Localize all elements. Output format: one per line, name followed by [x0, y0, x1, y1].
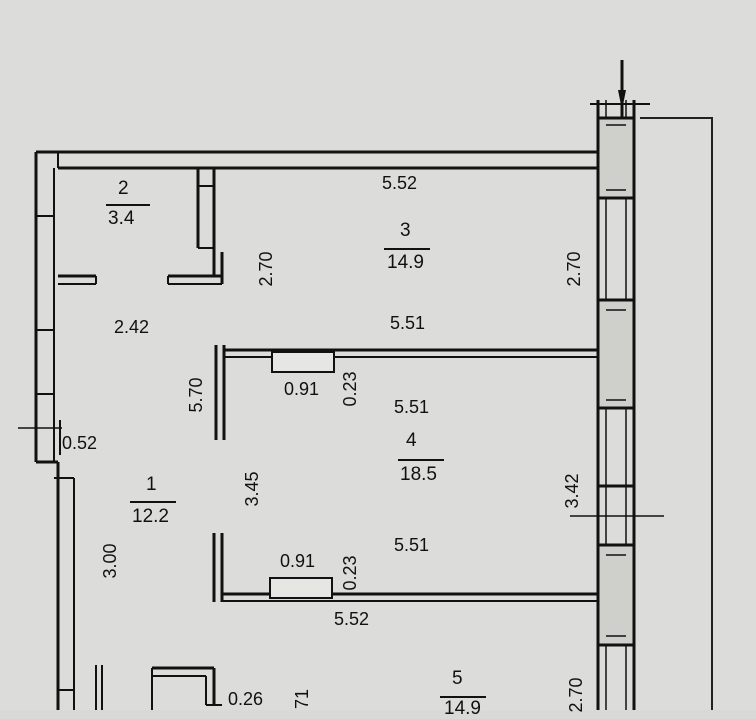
window-room-3: [596, 116, 636, 200]
dim-2-70-left: 2.70: [256, 251, 276, 287]
dim-5-51-b: 5.51: [394, 397, 430, 417]
room-2-number: 2: [118, 178, 129, 199]
room-3-fraction-line: [384, 248, 430, 250]
room-5-area: 14.9: [444, 698, 481, 719]
windows: [596, 116, 636, 647]
dim-5-70: 5.70: [186, 377, 206, 413]
dim-0-91-b: 0.91: [280, 551, 316, 571]
dim-2-70-bottom: 2.70: [566, 677, 586, 713]
dim-0-52: 0.52: [62, 433, 98, 453]
room-2-area: 3.4: [108, 208, 135, 229]
room-4-number: 4: [406, 430, 417, 451]
niche-lower: [269, 577, 333, 599]
dim-3-42: 3.42: [562, 473, 582, 509]
dim-0-91-a: 0.91: [284, 379, 320, 399]
room-4-fraction-line: [398, 459, 444, 461]
dim-3-00: 3.00: [100, 543, 120, 579]
dim-0-23-b: 0.23: [340, 555, 360, 591]
axis-arrow: [618, 90, 626, 110]
dim-top-width: 5.52: [382, 173, 418, 193]
dim-3-45: 3.45: [242, 471, 262, 507]
dim-0-26: 0.26: [228, 689, 264, 709]
outer-edge-line: [640, 117, 713, 710]
bottom-walls: [95, 665, 222, 710]
window-room-4-upper: [596, 298, 636, 410]
room-2-fraction-line: [106, 204, 150, 206]
room-2-walls: [58, 168, 224, 285]
room-5-fraction-line: [440, 696, 486, 698]
dim-partial-71: 71: [292, 688, 312, 710]
room-1-number: 1: [146, 474, 157, 495]
dim-2-70-right: 2.70: [564, 251, 584, 287]
room-1-area: 12.2: [132, 506, 169, 527]
window-room-4-lower: [596, 543, 636, 647]
partition-4-5: [212, 533, 598, 602]
niche-upper: [271, 351, 335, 373]
room-3-number: 3: [400, 220, 411, 241]
dim-5-52-bottom: 5.52: [334, 609, 370, 629]
dim-0-23-a: 0.23: [340, 371, 360, 407]
dim-5-51-a: 5.51: [390, 313, 426, 333]
room-5-number: 5: [452, 668, 463, 689]
room-4-area: 18.5: [400, 464, 437, 485]
dim-2-42: 2.42: [114, 317, 150, 337]
partition-3-4: [214, 345, 598, 440]
left-exterior-wall: [18, 152, 75, 710]
room-3-area: 14.9: [387, 252, 424, 273]
room-1-fraction-line: [130, 501, 176, 503]
top-wall: [36, 150, 598, 170]
dim-5-51-c: 5.51: [394, 535, 430, 555]
